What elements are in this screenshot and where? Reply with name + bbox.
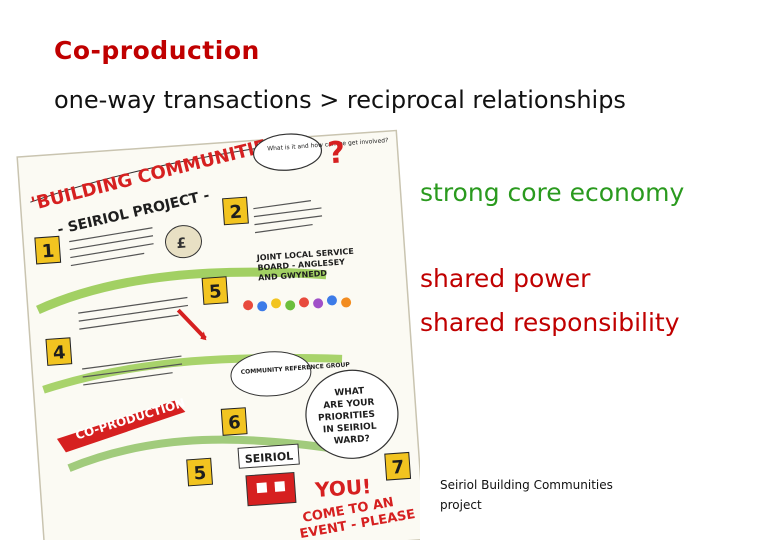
- slide-subtitle: one-way transactions > reciprocal relati…: [54, 86, 626, 114]
- money-bag-icon: [165, 225, 202, 259]
- svg-text:SEIRIOL: SEIRIOL: [244, 450, 293, 466]
- priorities-bubble: [305, 369, 399, 459]
- priorities-line-2: ARE YOUR: [323, 398, 375, 412]
- building-illustration: [245, 471, 297, 507]
- community-group-bubble: [230, 351, 312, 397]
- number-flag-6: [220, 407, 248, 436]
- coproduction-banner: [56, 400, 186, 453]
- point-shared-responsibility: shared responsibility: [420, 308, 680, 337]
- priorities-line-5: WARD?: [333, 434, 370, 446]
- number-4: 4: [52, 342, 66, 364]
- number-6: 6: [228, 412, 242, 434]
- priorities-line-4: IN SEIRIOL: [323, 422, 377, 436]
- svg-text:£: £: [176, 235, 187, 252]
- priorities-line-3: PRIORITIES: [318, 410, 375, 424]
- red-arrow: [176, 308, 207, 340]
- number-2: 2: [229, 201, 243, 223]
- number-flag-1: [34, 235, 62, 265]
- point-shared-power: shared power: [420, 264, 591, 293]
- people-crowd-illustration: [243, 295, 352, 312]
- priorities-line-1: WHAT: [334, 386, 365, 398]
- seiriol-sign: [237, 443, 300, 469]
- slide-title: Co-production: [54, 36, 260, 65]
- point-strong-core-economy: strong core economy: [420, 178, 685, 207]
- speech-bubble: [252, 133, 323, 171]
- building-communities-poster: 'BUILDING COMMUNITIES' - SEIRIOL PROJECT…: [16, 129, 420, 540]
- number-flag-5a: [201, 276, 229, 305]
- number-flag-2: [222, 196, 249, 226]
- number-5: 5: [193, 463, 207, 485]
- number-1: 1: [41, 241, 55, 263]
- number-3: 5: [208, 281, 222, 303]
- number-flag-4: [45, 337, 73, 366]
- you-label: YOU!: [313, 474, 372, 502]
- question-mark-icon: ?: [326, 135, 346, 171]
- number-flag-7: [384, 451, 412, 481]
- number-7: 7: [391, 457, 405, 479]
- image-caption: Seiriol Building Communities project: [440, 478, 613, 512]
- number-flag-5b: [186, 457, 214, 487]
